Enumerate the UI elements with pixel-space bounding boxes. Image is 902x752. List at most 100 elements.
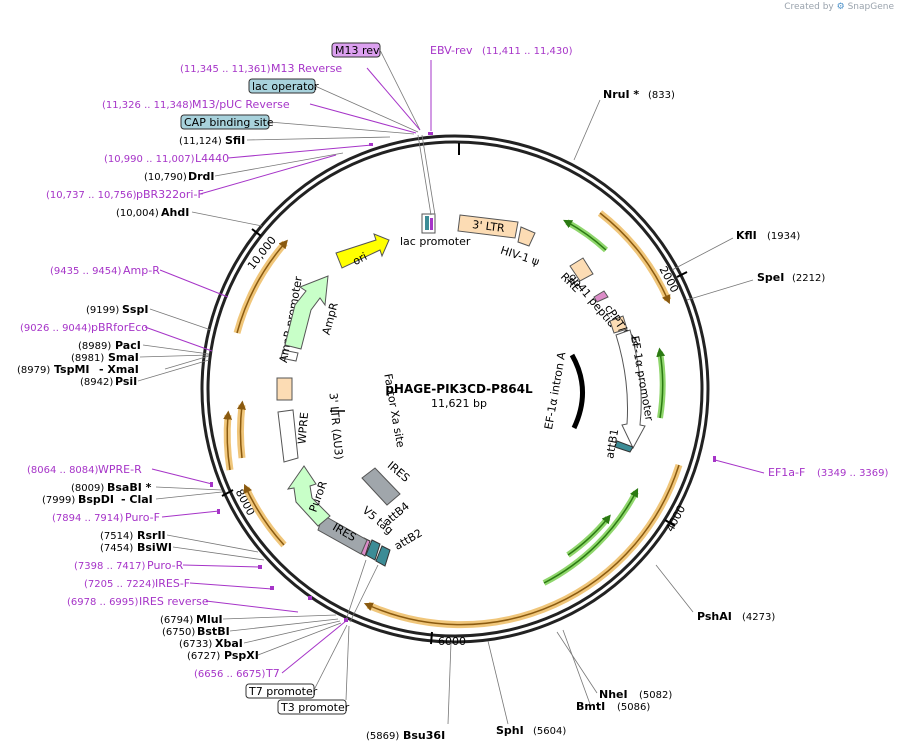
lac-operator-leader [314,85,419,133]
label-nhei[interactable]: NheI [599,688,628,701]
pos-puro-r: (7398 .. 7417) [74,561,146,572]
label-sphi[interactable]: SphI [496,724,524,737]
label-ef1af[interactable]: EF1a-F [768,466,805,479]
label-bmti[interactable]: BmtI [576,700,605,713]
feature-attB4[interactable] [365,539,381,561]
bspdi-leader [155,491,223,500]
pos-pbr322ori-f: (10,737 .. 10,756) [46,190,137,201]
bsu36i-leader [447,641,452,725]
feature-label-attB1: attB1 [603,428,621,460]
label-ires-f[interactable]: IRES-F [155,577,190,590]
label-m13-puc-reverse[interactable]: M13/pUC Reverse [192,98,290,111]
pos-drdi: (10,790) [144,172,187,183]
feature-attB2[interactable] [375,545,391,567]
label-rsrii[interactable]: RsrII [137,529,166,542]
ires-f-leader [189,582,273,590]
label-puro-r[interactable]: Puro-R [147,559,184,572]
right-annotations: EBV-rev (11,411 .. 11,430) NruI * (833) … [366,44,889,742]
label-bsiwi[interactable]: BsiWI [137,541,172,554]
pos-rsrii: (7514) [100,531,133,542]
pos-nhei: (5082) [639,690,672,701]
tick-2000 [676,271,688,278]
label-clai[interactable]: - ClaI [121,493,153,506]
label-drdi[interactable]: DrdI [188,170,215,183]
orf-arc-2-line [363,464,680,626]
label-bsu36i[interactable]: Bsu36I [403,729,445,742]
feature-ires-center[interactable] [361,467,401,506]
label-ahdi[interactable]: AhdI [161,206,189,219]
label-pbrforeco[interactable]: pBRforEco [91,321,148,334]
feature-ampr[interactable] [284,275,329,350]
label-paci[interactable]: PacI [115,339,141,352]
label-puro-f[interactable]: Puro-F [125,511,160,524]
green-arc-1-line [563,219,607,251]
feature-gp41[interactable] [593,290,609,303]
pos-nrui: (833) [648,90,675,101]
label-m13-reverse[interactable]: M13 Reverse [271,62,342,75]
label-ebv-rev[interactable]: EBV-rev [430,44,473,57]
label-sfii[interactable]: SfiI [225,134,245,147]
pos-ires-f: (7205 .. 7224) [84,579,156,590]
label-t7[interactable]: T7 [265,667,280,680]
label-pshai[interactable]: PshAI [697,610,732,623]
label-spei[interactable]: SpeI [757,271,784,284]
label-xbai[interactable]: XbaI [215,637,243,650]
t3-promoter-leader [345,625,350,701]
green-arc-2-line [656,347,666,419]
box-t7-promoter[interactable] [245,683,315,699]
feature-attB1[interactable] [614,440,634,453]
nhei-leader [556,631,598,694]
label-kfli[interactable]: KflI [736,229,757,242]
pos-bspdi: (7999) [42,495,75,506]
m13rev-leader [379,49,421,131]
sphi-leader [487,640,509,725]
feature-ampr-promoter[interactable] [280,349,299,362]
t7-promoter-leader [313,624,348,691]
tick-label-4000: 4000 [664,503,689,534]
tick-6000 [430,631,433,645]
feature-label-hiv1-psi: HIV-1 ψ [499,244,541,269]
puro-r-mark [258,565,262,569]
label-amp-r[interactable]: Amp-R [123,264,160,277]
label-smai[interactable]: SmaI [108,351,139,364]
feature-primer-mark [430,218,433,230]
box-t3-promoter[interactable] [277,699,347,715]
wpre-r-mark [210,482,213,487]
orf-arc-4-line [223,410,233,471]
label-ires-reverse[interactable]: IRES reverse [139,595,209,608]
feature-3ltr-du3[interactable] [276,377,293,401]
tick-8000 [221,489,234,497]
feature-rre[interactable] [569,257,594,282]
orf-arc-6-line [236,239,288,334]
feature-ori[interactable] [335,233,390,269]
feature-ef1a-promoter[interactable] [615,329,646,450]
pos-smai: (8981) [71,353,104,364]
plasmid-name: pHAGE-PIK3CD-P864L [385,382,533,396]
label-wpre-r[interactable]: WPRE-R [98,463,142,476]
feature-wpre[interactable] [277,409,299,463]
label-pbr322ori-f[interactable]: pBR322ori-F [136,188,204,201]
psii-leader [137,359,210,382]
label-l4440[interactable]: L4440 [195,152,229,165]
pos-ahdi: (10,004) [116,208,159,219]
label-psii[interactable]: PsiI [115,375,137,388]
label-xmai[interactable]: - XmaI [99,363,139,376]
mlui-leader [222,614,337,620]
label-pspxi[interactable]: PspXI [224,649,259,662]
ebv-rev-mark [428,132,433,135]
cap-leader [268,121,415,135]
label-bstbi[interactable]: BstBI [197,625,230,638]
feature-label-wpre: WPRE [295,412,311,445]
label-nrui[interactable]: NruI * [603,88,639,101]
label-bspdi[interactable]: BspDI [78,493,114,506]
feature-cppt[interactable] [609,315,628,334]
label-sspi[interactable]: SspI [122,303,148,316]
feature-ef1a-intron[interactable] [569,353,585,430]
feature-3ltr[interactable] [457,214,519,239]
label-mlui[interactable]: MluI [196,613,223,626]
feature-hiv1-psi[interactable] [517,226,536,247]
pos-ef1af: (3349 .. 3369) [817,468,889,479]
feature-puror[interactable] [286,465,331,527]
label-tspmi[interactable]: TspMI [54,363,90,376]
label-bsabi[interactable]: BsaBI * [107,481,152,494]
